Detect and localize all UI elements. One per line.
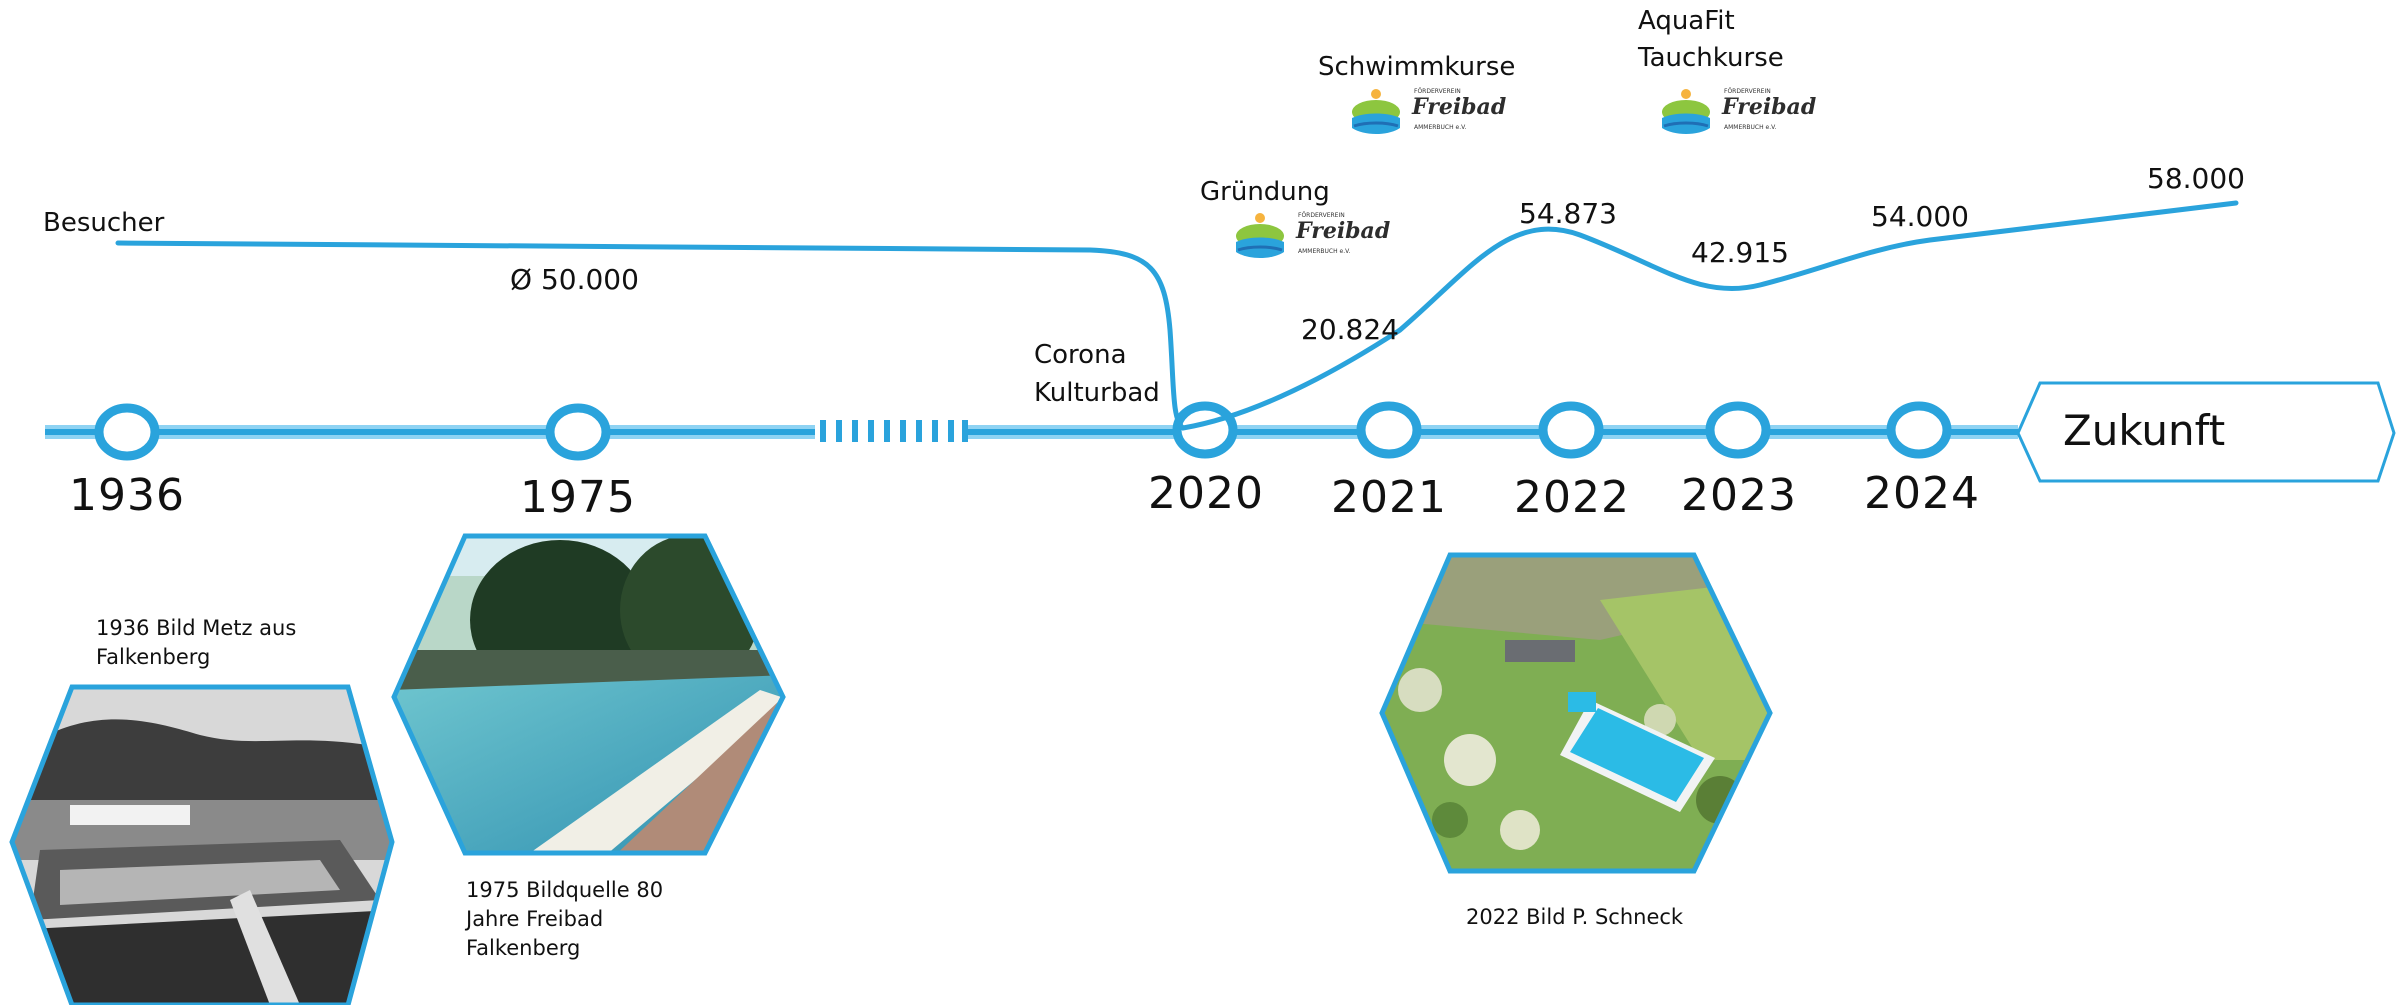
node-1975 [545, 403, 611, 461]
node-1936 [94, 403, 160, 461]
logo-line2: Freibad [1722, 94, 1817, 120]
logo-emblem-icon [1352, 89, 1400, 134]
zukunft-label: Zukunft [2063, 406, 2226, 455]
year-1936: 1936 [69, 470, 185, 521]
year-2024: 2024 [1864, 468, 1980, 519]
logo-line1: FÖRDERVEREIN [1724, 88, 1771, 95]
logo-line1: FÖRDERVEREIN [1298, 212, 1345, 219]
photo-1975 [394, 536, 783, 853]
data-label-2021: 20.824 [1301, 313, 1399, 346]
node-2022 [1538, 401, 1604, 459]
logo-line1: FÖRDERVEREIN [1414, 88, 1461, 95]
caption-2022: 2022 Bild P. Schneck [1466, 905, 1684, 929]
event-aquafit-line2: Tauchkurse [1638, 43, 1784, 73]
logo-emblem-icon [1236, 213, 1284, 258]
event-aquafit-line1: AquaFit [1638, 6, 1735, 36]
year-1975: 1975 [520, 472, 636, 523]
caption-1936: 1936 Bild Metz aus Falkenberg [96, 616, 297, 669]
zukunft-arrow [2016, 381, 2396, 483]
data-label-2023: 42.915 [1691, 236, 1789, 269]
logo-line3: AMMERBUCH e.V. [1414, 124, 1467, 131]
photo-2022 [1382, 555, 1770, 871]
logo-emblem-icon [1662, 89, 1710, 134]
data-label-2022: 54.873 [1519, 197, 1617, 230]
node-2021 [1356, 401, 1422, 459]
logo-aquafit: FÖRDERVEREIN Freibad AMMERBUCH e.V. [1660, 86, 1816, 142]
logo-line2: Freibad [1296, 218, 1391, 244]
year-2021: 2021 [1331, 472, 1447, 523]
logo-gruendung: FÖRDERVEREIN Freibad AMMERBUCH e.V. [1234, 210, 1390, 266]
event-corona-line1: Corona [1034, 340, 1127, 370]
data-label-2024: 54.000 [1871, 200, 1969, 233]
event-gruendung: Gründung [1200, 177, 1330, 207]
year-nodes [94, 401, 1952, 461]
data-label-future: 58.000 [2147, 162, 2245, 195]
node-2023 [1705, 401, 1771, 459]
photo-1936 [12, 687, 392, 1005]
logo-line3: AMMERBUCH e.V. [1724, 124, 1777, 131]
year-2022: 2022 [1514, 472, 1630, 523]
caption-1975: 1975 Bildquelle 80 Jahre Freibad Falkenb… [466, 878, 664, 960]
node-2024 [1886, 401, 1952, 459]
besucher-label: Besucher [43, 208, 165, 238]
logo-line3: AMMERBUCH e.V. [1298, 248, 1351, 255]
year-2020: 2020 [1148, 468, 1264, 519]
logo-line2: Freibad [1412, 94, 1507, 120]
average-label: Ø 50.000 [510, 263, 639, 296]
logo-schwimmkurse: FÖRDERVEREIN Freibad AMMERBUCH e.V. [1350, 86, 1506, 142]
year-2023: 2023 [1681, 470, 1797, 521]
event-corona-line2: Kulturbad [1034, 378, 1160, 408]
timeline-gap-dashes [820, 420, 968, 442]
event-schwimmkurse: Schwimmkurse [1318, 52, 1516, 82]
visitor-curve [115, 200, 2239, 431]
